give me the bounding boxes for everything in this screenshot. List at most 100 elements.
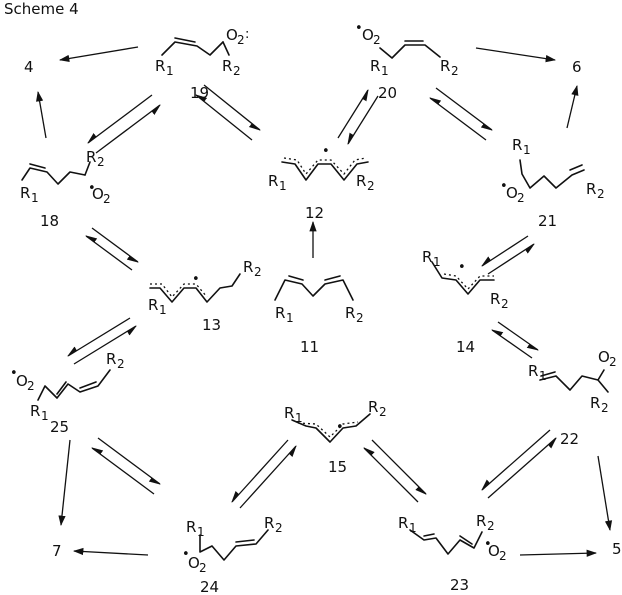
compound-label-23: 23 xyxy=(450,576,469,594)
product-label-4: 4 xyxy=(24,58,34,76)
svg-text:R: R xyxy=(186,518,196,536)
svg-text:•: • xyxy=(322,144,330,159)
svg-text:R: R xyxy=(476,512,486,530)
svg-text:O: O xyxy=(362,26,374,44)
structure-13: • R 2 R 1 xyxy=(148,258,262,317)
svg-text:1: 1 xyxy=(41,409,49,423)
svg-text:O: O xyxy=(16,372,28,390)
svg-text:R: R xyxy=(155,57,165,75)
scheme-header: Scheme 4 xyxy=(4,0,79,18)
arrow-20-to-6 xyxy=(475,47,557,63)
svg-text:•: • xyxy=(182,547,190,562)
arrow-21-to-6 xyxy=(566,84,579,129)
svg-text:•: • xyxy=(88,181,96,196)
svg-text::: : xyxy=(245,27,249,42)
svg-text:2: 2 xyxy=(379,405,387,419)
svg-text:R: R xyxy=(586,180,596,198)
svg-text:1: 1 xyxy=(166,64,174,78)
svg-text:R: R xyxy=(368,398,378,416)
equilibrium-arrows xyxy=(67,84,557,509)
svg-text:2: 2 xyxy=(499,549,507,563)
svg-text:O: O xyxy=(188,554,200,572)
svg-text:1: 1 xyxy=(409,521,417,535)
svg-text:R: R xyxy=(370,57,380,75)
svg-text:1: 1 xyxy=(31,191,39,205)
structure-11: R 1 R 2 xyxy=(274,275,364,325)
compound-label-22: 22 xyxy=(560,430,579,448)
svg-text:2: 2 xyxy=(199,561,207,575)
svg-text:O: O xyxy=(488,542,500,560)
svg-text:2: 2 xyxy=(117,357,125,371)
arrow-24-to-7 xyxy=(72,547,149,556)
structure-12: • R 1 R 2 xyxy=(268,144,375,193)
svg-text:•: • xyxy=(10,366,18,381)
svg-text:1: 1 xyxy=(286,311,294,325)
compound-label-15: 15 xyxy=(328,458,347,476)
compound-label-25: 25 xyxy=(50,418,69,436)
svg-text:R: R xyxy=(422,248,432,266)
svg-text:R: R xyxy=(345,304,355,322)
svg-text:•: • xyxy=(458,260,466,275)
svg-text:R: R xyxy=(106,350,116,368)
svg-text:R: R xyxy=(148,296,158,314)
svg-text:2: 2 xyxy=(597,187,605,201)
svg-text:1: 1 xyxy=(197,525,205,539)
svg-text:1: 1 xyxy=(159,303,167,317)
structure-25: • O 2 R 2 R 1 xyxy=(10,350,125,423)
svg-text:R: R xyxy=(512,136,522,154)
svg-text:O: O xyxy=(598,348,610,366)
structure-19: R 1 R 2 O 2 : xyxy=(155,26,249,78)
structure-18: R 2 R 1 • O 2 xyxy=(20,148,111,206)
product-label-7: 7 xyxy=(52,542,62,560)
arrow-19-to-4 xyxy=(58,46,139,63)
svg-text:R: R xyxy=(264,514,274,532)
compound-label-11: 11 xyxy=(300,338,319,356)
svg-text:R: R xyxy=(590,394,600,412)
svg-text:2: 2 xyxy=(356,311,364,325)
svg-text:1: 1 xyxy=(381,64,389,78)
svg-text:1: 1 xyxy=(539,369,547,383)
svg-text:2: 2 xyxy=(517,191,525,205)
compound-label-12: 12 xyxy=(305,204,324,222)
svg-text:2: 2 xyxy=(373,33,381,47)
compound-label-21: 21 xyxy=(538,212,557,230)
svg-text:2: 2 xyxy=(501,297,509,311)
svg-text:R: R xyxy=(356,172,366,190)
arrow-25-to-7 xyxy=(58,439,71,527)
svg-text:R: R xyxy=(284,404,294,422)
svg-text:2: 2 xyxy=(27,379,35,393)
svg-text:2: 2 xyxy=(233,64,241,78)
svg-text:R: R xyxy=(440,57,450,75)
svg-text:•: • xyxy=(355,21,363,36)
structure-24: R 1 • O 2 R 2 xyxy=(182,514,283,575)
compound-label-13: 13 xyxy=(202,316,221,334)
svg-text:R: R xyxy=(86,148,96,166)
svg-text:2: 2 xyxy=(254,265,262,279)
svg-text:2: 2 xyxy=(367,179,375,193)
structure-21: R 1 • O 2 R 2 xyxy=(500,136,605,205)
svg-text:2: 2 xyxy=(103,192,111,206)
svg-text:•: • xyxy=(500,179,508,194)
structure-23: R 1 R 2 • O 2 xyxy=(398,512,507,563)
svg-text:2: 2 xyxy=(97,155,105,169)
arrow-22-to-5 xyxy=(597,455,613,532)
svg-text:R: R xyxy=(398,514,408,532)
svg-text:O: O xyxy=(226,26,238,44)
compound-label-24: 24 xyxy=(200,578,219,595)
svg-text:1: 1 xyxy=(523,143,531,157)
svg-text:R: R xyxy=(30,402,40,420)
compound-label-18: 18 xyxy=(40,212,59,230)
svg-text:2: 2 xyxy=(275,521,283,535)
svg-text:R: R xyxy=(20,184,30,202)
svg-text:O: O xyxy=(92,185,104,203)
svg-text:•: • xyxy=(336,420,344,435)
product-label-5: 5 xyxy=(612,540,622,558)
svg-text:2: 2 xyxy=(487,519,495,533)
svg-text:R: R xyxy=(528,362,538,380)
arrow-18-to-4 xyxy=(36,90,47,139)
svg-text:R: R xyxy=(222,57,232,75)
svg-text:•: • xyxy=(484,537,492,552)
svg-text:2: 2 xyxy=(609,355,617,369)
